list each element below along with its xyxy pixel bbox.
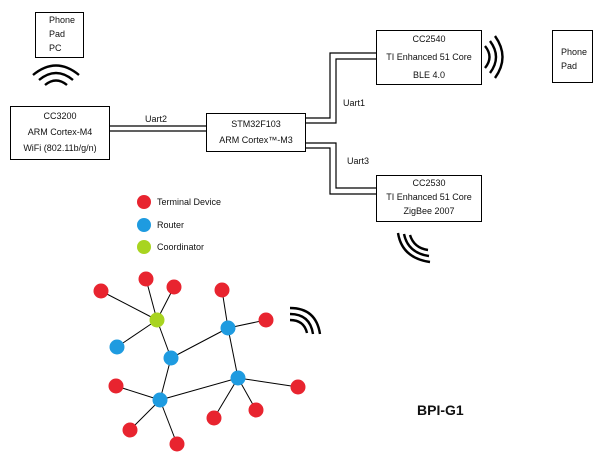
terminal-node [169,436,185,452]
terminal-node [290,379,306,395]
cc3200-core: ARM Cortex-M4 [27,127,93,137]
uart2-label: Uart2 [145,114,168,124]
stm32-name: STM32F103 [231,119,281,129]
terminal-node [206,410,222,426]
legend-terminal-dot [137,195,151,209]
cc2540-ble: BLE 4.0 [412,70,446,80]
terminal-node [138,271,154,287]
terminal-node [108,378,124,394]
router-node [152,392,168,408]
legend-coordinator-label: Coordinator [157,242,205,252]
mesh-edges [100,278,299,445]
terminal-node [214,282,230,298]
terminal-node [93,283,109,299]
terminal-node [166,279,182,295]
cc2540-name: CC2540 [412,34,446,44]
coordinator-node [149,312,165,328]
board-title: BPI-G1 [417,402,464,418]
uart1-label: Uart1 [343,98,366,108]
uart3-line-inner [305,142,376,189]
cc3200-name: CC3200 [43,111,77,121]
device-label: Pad [561,61,578,71]
device-label: Phone [49,15,76,25]
cc2530-zigbee: ZigBee 2007 [403,206,455,216]
zigbee-signal-icon [396,232,431,264]
uart3-line-outer [305,147,376,195]
uart1-line-inner [305,58,376,124]
cc3200-module: CC3200 ARM Cortex-M4 WiFi (802.11b/g/n) [10,106,110,160]
wifi-signal-icon [32,64,80,86]
stm32-core: ARM Cortex™-M3 [219,135,293,145]
mesh-signal-icon [289,306,322,335]
device-label: Pad [49,29,66,39]
uart3-label: Uart3 [347,156,370,166]
legend-router-label: Router [157,220,185,230]
device-label: PC [49,43,62,53]
router-node [230,370,246,386]
router-node [109,339,125,355]
device-box-phone-pad-pc: Phone Pad PC [35,12,84,58]
cc2530-core: TI Enhanced 51 Core [386,192,472,202]
ble-signal-icon [484,35,504,79]
cc2530-module: CC2530 TI Enhanced 51 Core ZigBee 2007 [376,175,482,222]
router-node [163,350,179,366]
device-box-phone-pad: Phone Pad [552,30,593,83]
mesh-nodes [93,271,306,452]
legend-router-dot [137,218,151,232]
router-node [220,320,236,336]
terminal-node [122,422,138,438]
cc2540-core: TI Enhanced 51 Core [386,52,472,62]
stm32-module: STM32F103 ARM Cortex™-M3 [206,113,306,152]
legend-coordinator-dot [137,240,151,254]
cc3200-wifi: WiFi (802.11b/g/n) [23,143,97,153]
terminal-node [248,402,264,418]
device-label: Phone [561,47,588,57]
legend-terminal-label: Terminal Device [157,197,222,207]
cc2540-module: CC2540 TI Enhanced 51 Core BLE 4.0 [376,30,482,85]
cc2530-name: CC2530 [412,178,446,188]
uart1-line-outer [305,52,376,119]
terminal-node [258,312,274,328]
